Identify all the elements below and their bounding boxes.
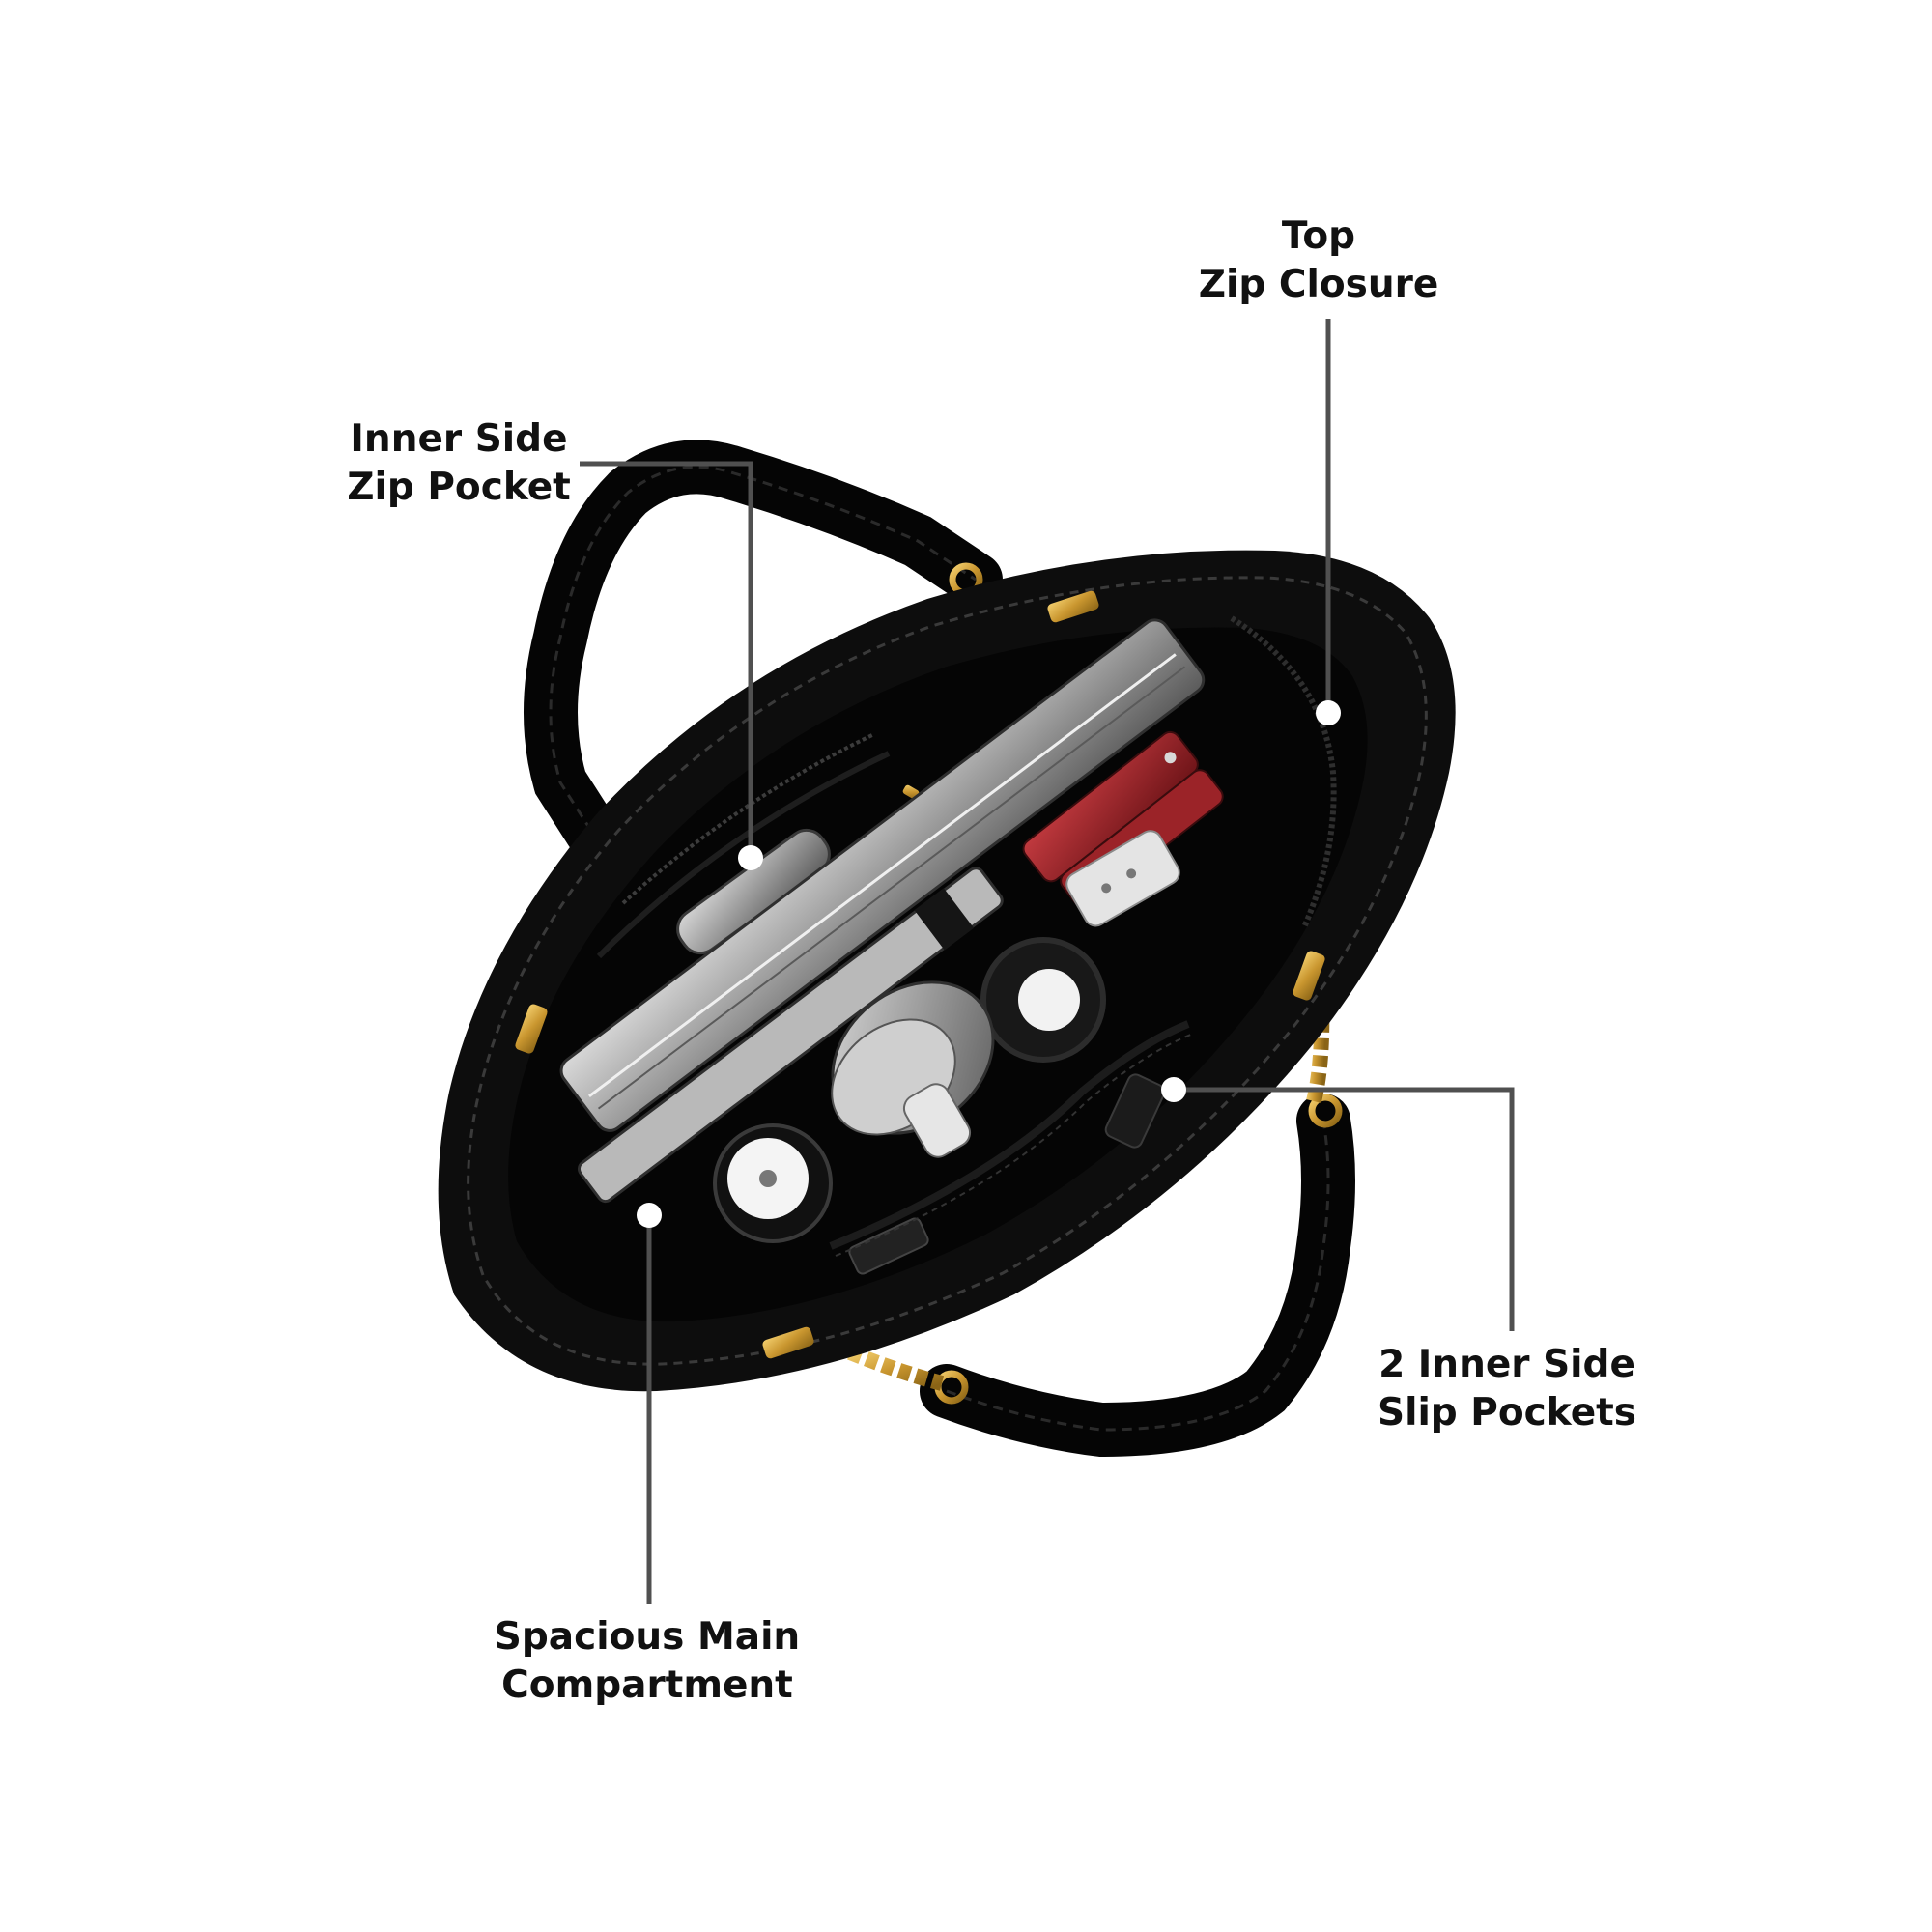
label-top-zip-closure-line2: Zip Closure xyxy=(1198,263,1439,306)
label-inner-side-zip-pocket-line1: Inner Side xyxy=(350,417,568,461)
callout-lines xyxy=(580,319,1515,1604)
inner-zip-pocket-zipper xyxy=(621,732,875,905)
marker-top-zip xyxy=(1316,700,1341,725)
callout-line-slip-pockets xyxy=(1174,1087,1515,1331)
chain-bottom-left xyxy=(847,1345,945,1391)
top-zip-closure-track xyxy=(1230,615,1337,929)
laptop xyxy=(559,618,1206,1132)
notebook xyxy=(577,867,1004,1204)
label-inner-side-slip-pockets: 2 Inner Side Slip Pockets xyxy=(1343,1341,1671,1437)
label-main-compartment: Spacious Main Compartment xyxy=(473,1613,821,1710)
slip-pocket-stitch xyxy=(835,1033,1194,1257)
label-top-zip-closure-line1: Top xyxy=(1281,214,1356,258)
cosmetic-jar xyxy=(713,1123,833,1243)
marker-slip-pockets xyxy=(1161,1077,1186,1102)
label-inner-side-slip-pockets-line2: Slip Pockets xyxy=(1377,1391,1636,1435)
callout-line-zip-pocket xyxy=(580,461,753,858)
bag-rim-stitch xyxy=(467,576,1428,1366)
slip-pocket-edge xyxy=(829,1020,1190,1250)
cup xyxy=(980,937,1106,1063)
gold-hardware xyxy=(515,590,1325,1359)
callout-markers xyxy=(637,700,1341,1228)
bottle xyxy=(902,1083,972,1158)
slip-pocket-items xyxy=(848,1073,1166,1275)
label-main-compartment-line1: Spacious Main xyxy=(494,1615,801,1659)
label-main-compartment-line2: Compartment xyxy=(501,1663,793,1707)
charger xyxy=(1065,830,1180,927)
label-inner-side-zip-pocket: Inner Side Zip Pocket xyxy=(314,415,604,512)
label-inner-side-zip-pocket-line2: Zip Pocket xyxy=(347,466,571,509)
label-top-zip-closure: Top Zip Closure xyxy=(1174,213,1463,309)
marker-main-compartment xyxy=(637,1203,662,1228)
marker-zip-pocket xyxy=(738,845,763,870)
inner-zip-pocket-edge xyxy=(596,751,891,959)
label-inner-side-slip-pockets-line1: 2 Inner Side xyxy=(1378,1343,1635,1386)
